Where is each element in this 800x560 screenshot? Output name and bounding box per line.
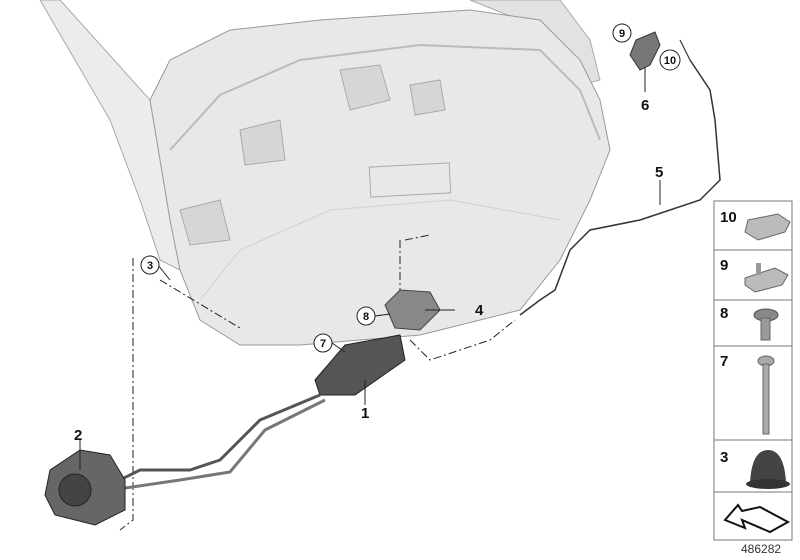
callout-6: 6 [641, 97, 649, 114]
callout-3-circle: 3 [140, 255, 160, 275]
bowden-cable-a [119, 393, 321, 482]
legend-number-9: 9 [720, 257, 728, 274]
callout-10-circle: 10 [659, 49, 681, 71]
svg-text:3: 3 [147, 260, 153, 272]
svg-text:7: 7 [320, 338, 326, 350]
clip-stud-icon [744, 267, 789, 293]
svg-text:9: 9 [619, 28, 625, 40]
clip-nut-icon [744, 213, 791, 241]
rubber-buffer-icon [746, 450, 790, 489]
bowden-cable-b [124, 398, 326, 490]
callout-2: 2 [74, 427, 82, 444]
document-number: 486282 [741, 542, 781, 556]
callout-4: 4 [475, 302, 484, 319]
direction-arrow-icon [723, 503, 791, 534]
callout-9-circle: 9 [612, 23, 632, 43]
legend-number-7: 7 [720, 353, 728, 370]
callout-5: 5 [655, 164, 663, 181]
cable-5 [519, 59, 721, 316]
callout-8-circle: 8 [356, 306, 376, 326]
flange-screw-icon [753, 308, 779, 341]
callout-leaders [79, 68, 661, 470]
svg-text:8: 8 [363, 311, 369, 323]
part-6-bracket [629, 31, 661, 71]
svg-text:10: 10 [664, 55, 676, 67]
legend-number-8: 8 [720, 305, 728, 322]
legend-number-10: 10 [720, 209, 737, 226]
long-bolt-icon [757, 355, 775, 435]
legend-number-3: 3 [720, 449, 728, 466]
callout-7-circle: 7 [313, 333, 333, 353]
tailgate-frame [39, 0, 611, 346]
callout-1: 1 [361, 405, 369, 422]
parts-legend: 10 9 8 7 3 [713, 200, 793, 541]
